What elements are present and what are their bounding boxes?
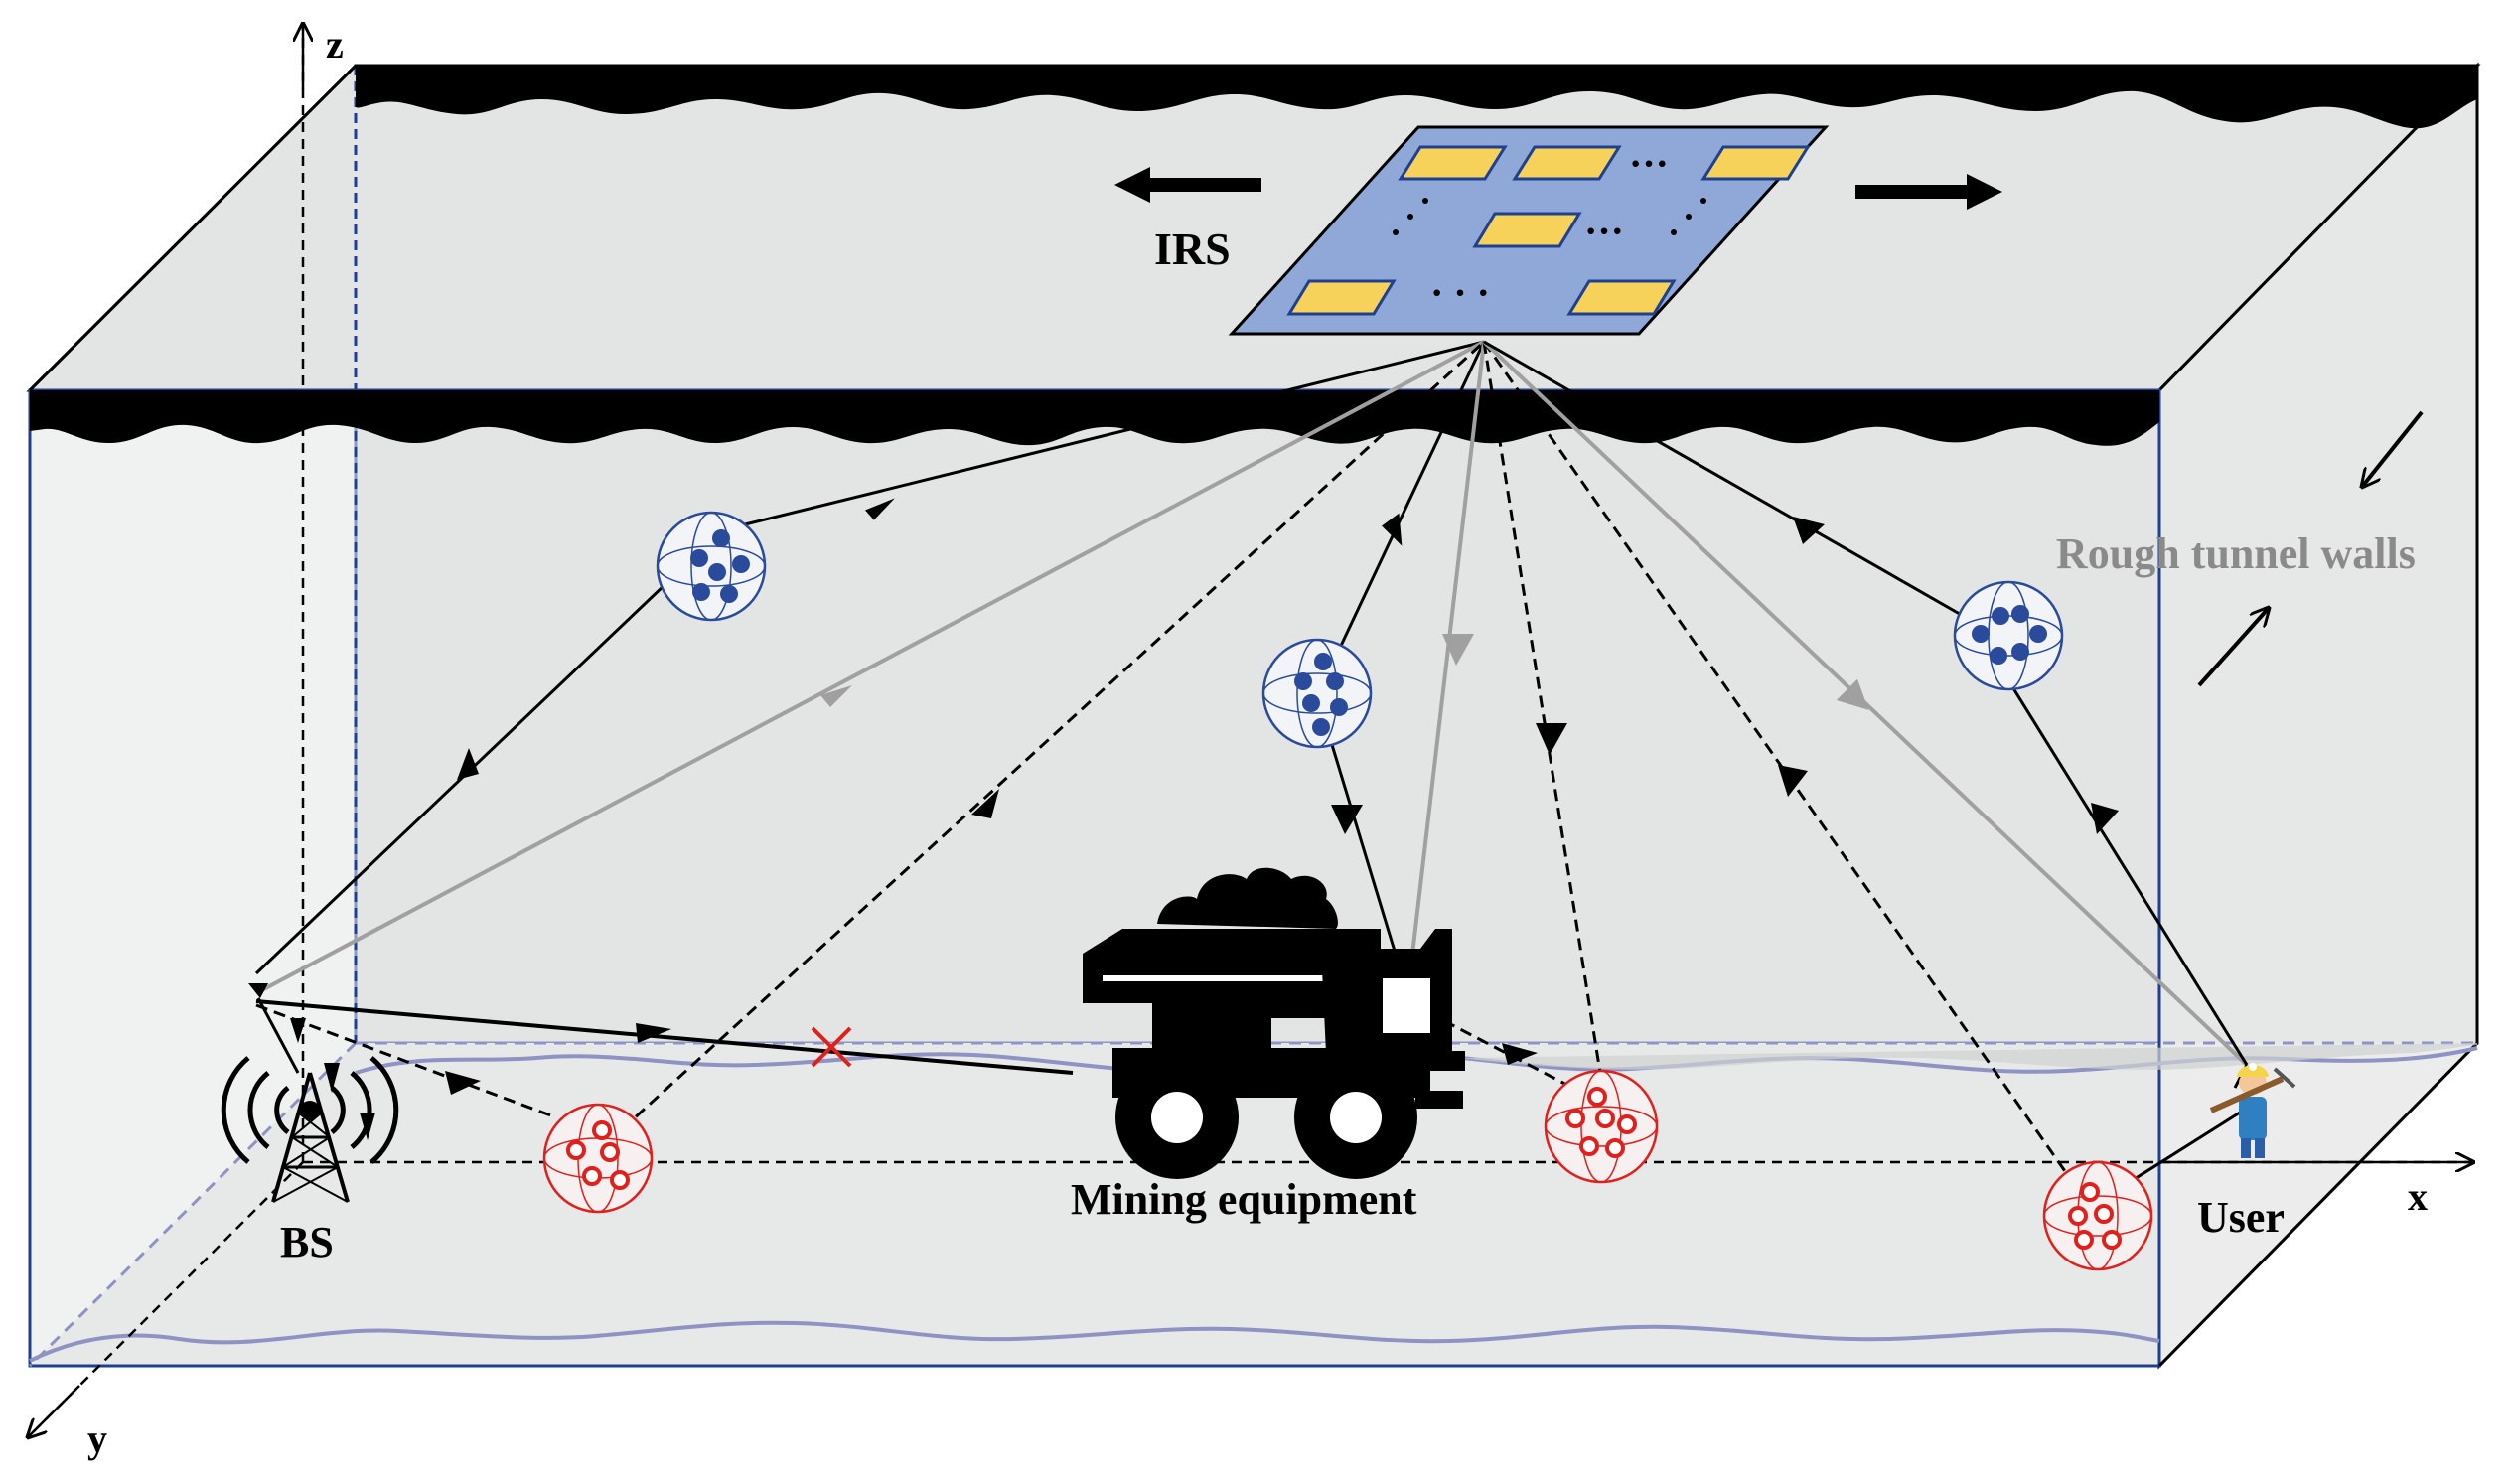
arrow-mark xyxy=(971,789,999,818)
z-axis-label: z xyxy=(326,22,344,67)
miner-user-icon xyxy=(2209,1063,2296,1158)
path-irs-to-mid-scatterer xyxy=(1339,341,1486,647)
irs-move-left-arrowhead xyxy=(1114,167,1150,203)
irs-dots-mid: ··· xyxy=(1584,209,1624,253)
blue-scatterer-cluster xyxy=(1953,580,2064,691)
path-bs-irs-grey xyxy=(255,340,1485,995)
rough-tunnel-walls-label: Rough tunnel walls xyxy=(2056,529,2416,578)
arrow-mark xyxy=(636,1023,671,1043)
blocked-x-icon xyxy=(811,1026,852,1068)
rough-ceiling-back xyxy=(356,66,2477,129)
x-axis-label: x xyxy=(2408,1174,2428,1219)
path-irs-grey-cab xyxy=(1406,341,1486,989)
base-station-antenna-icon xyxy=(221,983,399,1203)
red-scatterer-cluster xyxy=(1544,1069,1659,1184)
rough-ceiling-front xyxy=(30,390,2159,446)
irs-move-right-arrowhead xyxy=(1967,174,2002,210)
top-left-edge xyxy=(28,64,358,392)
arrow-mark xyxy=(1778,765,1808,797)
irs-element xyxy=(1398,145,1508,181)
floor-rough-line-front xyxy=(29,1320,2160,1363)
walls-pointer-arrow-up xyxy=(2362,410,2424,487)
arrow-mark xyxy=(1331,805,1363,834)
path-bs-to-red-scatterer xyxy=(255,1003,557,1119)
user-label: User xyxy=(2197,1193,2285,1242)
path-irs-to-red-mid xyxy=(1482,341,1606,1099)
irs-panel: ··· ··· · · · xyxy=(1228,125,1830,336)
arrow-mark xyxy=(1536,723,1567,755)
path-red-scatterer-to-irs xyxy=(606,340,1486,1144)
mining-truck-icon xyxy=(1083,867,1465,1179)
floor-shade xyxy=(1460,1043,2477,1070)
blue-scatterer-cluster xyxy=(1261,638,1373,749)
path-irs-to-right-scatterer xyxy=(1483,340,1973,623)
irs-element xyxy=(1472,212,1582,248)
irs-dot xyxy=(1407,214,1413,220)
path-bs-to-truck-blocked xyxy=(255,999,1074,1075)
arrow-mark xyxy=(1382,513,1403,546)
mining-equipment-label: Mining equipment xyxy=(1071,1175,1417,1224)
blue-scatterer-cluster xyxy=(656,511,767,622)
path-bs-to-scatterer xyxy=(254,544,707,975)
arrow-mark xyxy=(445,1071,481,1095)
tunnel-top-face xyxy=(26,64,2481,392)
irs-dot xyxy=(1686,214,1692,220)
arrow-mark xyxy=(1836,678,1869,710)
path-arrows xyxy=(445,498,2119,1095)
irs-element xyxy=(1512,145,1622,181)
irs-element xyxy=(1286,279,1397,316)
arrow-mark xyxy=(2091,803,2119,834)
irs-dots-top: ··· xyxy=(1629,141,1669,186)
irs-dot xyxy=(1393,229,1399,235)
walls-pointer-arrow-down xyxy=(2197,608,2269,687)
y-axis-head xyxy=(28,1385,80,1437)
tunnel-front-face xyxy=(28,388,2161,1368)
irs-dot xyxy=(1700,198,1706,204)
arrow-mark xyxy=(820,685,852,707)
irs-dot xyxy=(1422,198,1428,204)
irs-element xyxy=(1700,145,1811,181)
irs-dots-bottom: · · · xyxy=(1430,270,1490,315)
path-right-scatterer-to-user xyxy=(2006,679,2249,1066)
red-scatterer-cluster xyxy=(542,1103,654,1214)
path-scatterer-to-irs xyxy=(736,340,1485,528)
red-scatterer-cluster xyxy=(2042,1160,2153,1271)
bottom-right-edge xyxy=(2157,1041,2479,1368)
arrow-mark xyxy=(1442,634,1474,666)
y-axis-label: y xyxy=(87,1416,107,1461)
floor-left-edge xyxy=(28,1041,358,1368)
irs-label: IRS xyxy=(1154,223,1231,274)
bs-label: BS xyxy=(280,1218,334,1266)
irs-element xyxy=(1566,279,1677,316)
arrow-mark xyxy=(1502,1043,1538,1065)
arrow-mark xyxy=(864,498,895,520)
irs-dot xyxy=(1671,229,1677,235)
arrow-mark xyxy=(1793,517,1825,544)
arrow-mark xyxy=(457,748,479,780)
tunnel-box xyxy=(26,62,2481,1370)
